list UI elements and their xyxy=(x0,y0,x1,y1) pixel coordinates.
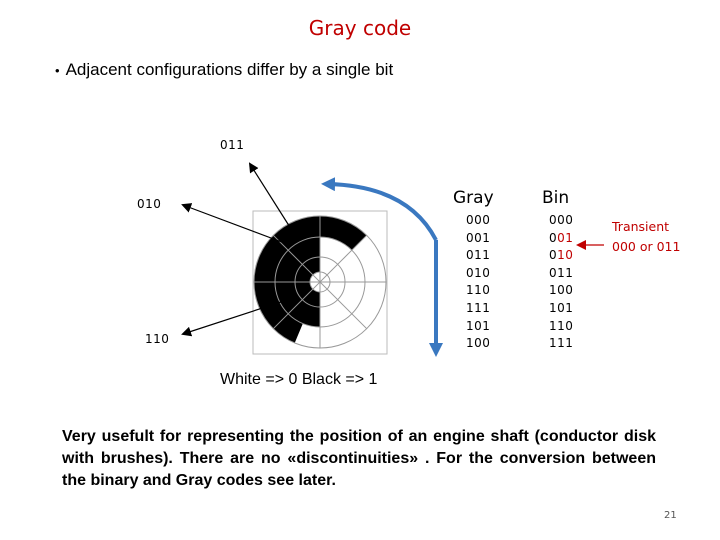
bin-value: 111 xyxy=(549,336,574,351)
bin-digit-changed: 10 xyxy=(557,248,574,263)
rotation-arrow xyxy=(321,177,438,241)
gray-value: 001 xyxy=(466,230,491,245)
bullet-text: Adjacent configurations differ by a sing… xyxy=(65,60,394,79)
pointer-arrow-011 xyxy=(248,162,294,233)
description-paragraph: Very usefult for representing the positi… xyxy=(62,428,656,489)
bin-column: 000 001 010 011 100 101 110 111 xyxy=(549,212,573,353)
bin-value: 000 xyxy=(549,213,574,227)
bin-digit-changed: 01 xyxy=(557,230,574,245)
label-110: 110 xyxy=(145,332,170,346)
gray-value: 010 xyxy=(466,265,491,280)
inner-ring-sector xyxy=(294,256,320,300)
bin-value-highlighted: 001 xyxy=(549,230,573,248)
transient-title: Transient xyxy=(612,219,670,234)
gray-value: 110 xyxy=(466,283,491,298)
bin-value-highlighted: 010 xyxy=(549,247,573,265)
sector-divider xyxy=(272,234,368,330)
color-legend: White => 0 Black => 1 xyxy=(220,371,378,388)
label-011: 011 xyxy=(220,138,245,152)
page-number: 21 xyxy=(664,510,677,521)
gray-column-header: Gray xyxy=(453,188,494,208)
bin-value: 100 xyxy=(549,283,574,298)
pointer-arrow-010 xyxy=(181,203,288,245)
gray-value: 011 xyxy=(466,248,491,263)
outer-ring-sector xyxy=(253,282,303,343)
bullet-point: • Adjacent configurations differ by a sin… xyxy=(55,60,393,80)
bin-column-header: Bin xyxy=(542,188,570,208)
inner-ring-sector xyxy=(302,289,320,308)
gray-value: 000 xyxy=(466,213,491,227)
slide-title: Gray code xyxy=(308,16,412,40)
bin-digit-normal: 0 xyxy=(549,248,558,263)
transient-values: 000 or 011 xyxy=(612,239,681,254)
bin-value: 110 xyxy=(549,318,574,333)
pointer-arrow-110 xyxy=(181,299,288,337)
bin-digit-normal: 0 xyxy=(549,230,558,245)
gray-code-disk xyxy=(253,215,387,349)
outer-ring-sector xyxy=(253,215,367,282)
label-010: 010 xyxy=(137,197,162,211)
transient-note: Transient 000 or 011 xyxy=(612,217,680,257)
bin-value: 101 xyxy=(549,300,574,315)
gray-value: 111 xyxy=(466,300,491,315)
gray-value: 101 xyxy=(466,318,491,333)
gray-value: 100 xyxy=(466,336,491,351)
gray-column: 000 001 011 010 110 111 101 100 xyxy=(466,212,490,353)
bin-value: 011 xyxy=(549,265,574,280)
bullet-marker-icon: • xyxy=(55,63,60,78)
